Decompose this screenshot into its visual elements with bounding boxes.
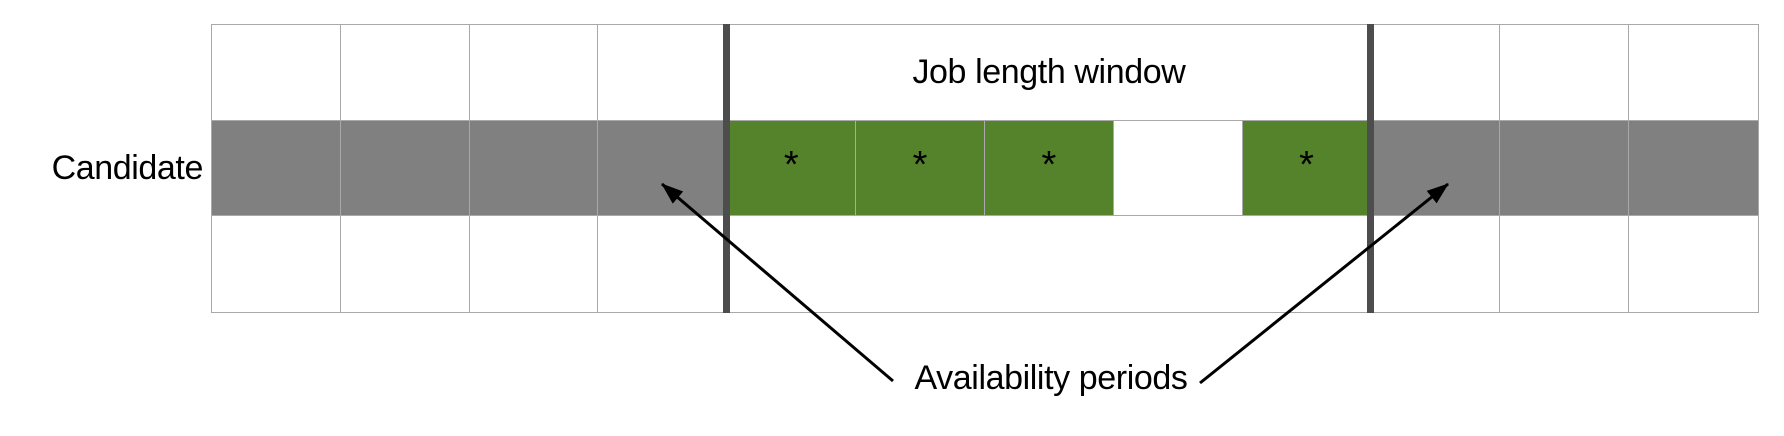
bottom-row-cell [1500, 216, 1630, 312]
bottom-row-cell [341, 216, 470, 312]
arrow-left-availability [661, 182, 894, 383]
top-row-cell [1629, 25, 1758, 121]
top-row-cell [1500, 25, 1630, 121]
top-row-cell [469, 25, 599, 121]
availability-cell [212, 120, 341, 217]
arrow-right-availability [1199, 182, 1449, 385]
candidate-row-label: Candidate [51, 149, 204, 187]
availability-cell [1629, 120, 1758, 217]
availability-cell [1500, 120, 1630, 217]
availability-label: Availability periods [914, 358, 1188, 397]
top-row-cell [340, 25, 470, 121]
availability-cell [340, 120, 470, 217]
availability-cell [469, 120, 599, 217]
job-window-start-bar [723, 24, 730, 313]
candidate-row-label-wrap: Candidate [0, 122, 204, 215]
gap-cell [1113, 120, 1243, 217]
top-row-cell [212, 25, 341, 121]
job-window-end-bar [1367, 24, 1374, 313]
bottom-row-cell [1371, 216, 1501, 312]
bottom-row-cell [212, 216, 341, 312]
job-window-title: Job length window [912, 52, 1186, 91]
bottom-row-cell [470, 216, 599, 312]
scheduled-cell: * [727, 120, 857, 217]
availability-label-wrap: Availability periods [851, 356, 1251, 400]
top-row-cell [1371, 25, 1501, 121]
scheduled-cell: * [856, 120, 985, 217]
scheduled-cell: * [1242, 120, 1372, 217]
scheduled-cell: * [984, 120, 1114, 217]
timeline-grid: Job length window **** [211, 24, 1759, 313]
job-window-top-cell: Job length window [727, 25, 1372, 121]
